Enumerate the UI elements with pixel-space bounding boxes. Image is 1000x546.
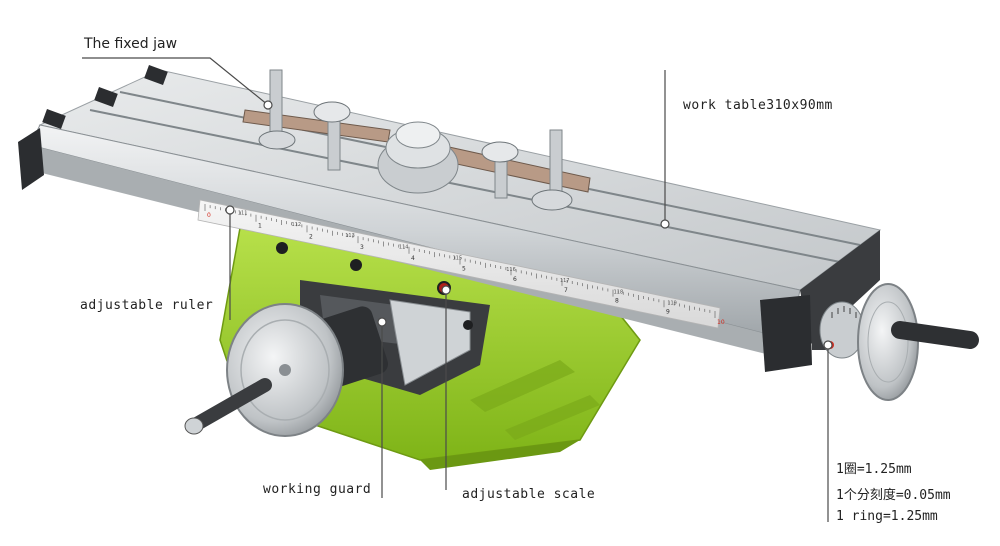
ruler-number: 4: [411, 255, 415, 262]
ruler-number: 8: [615, 298, 619, 305]
front-handwheel[interactable]: [184, 303, 391, 437]
label-fixed-jaw: The fixed jaw: [84, 36, 178, 52]
ruler-small-mark: 111: [238, 211, 248, 217]
ruler-small-mark: 116: [506, 267, 516, 273]
label-adjustable-scale: adjustable scale: [462, 487, 596, 502]
t-slot-1: [89, 109, 841, 263]
ruler-small-mark: 118: [614, 289, 624, 295]
ruler-ticks: 0 1 2 3 4 5 6 7 8 9 10 111 112 113 114 115 116 117 118 119: [204, 204, 725, 326]
spec-line-2: 1个分刻度=0.05mm: [836, 488, 951, 503]
fixed-jaw-assembly: [242, 69, 591, 211]
ruler-small-mark: 119: [667, 301, 677, 307]
ruler-number: 1: [258, 223, 262, 230]
label-working-guard: working guard: [263, 482, 372, 497]
adjustable-ruler-strip: 0 1 2 3 4 5 6 7 8 9 10 111 112 113 114 115 116 117 118 119: [197, 199, 725, 329]
ruler-small-mark: 115: [453, 256, 463, 262]
ruler-number: 10: [717, 319, 725, 326]
ruler-small-mark: 113: [345, 233, 355, 239]
ruler-number: 3: [360, 244, 364, 251]
ruler-small-mark: 114: [399, 244, 409, 250]
ruler-small-mark: 112: [292, 222, 302, 228]
spec-line-1: 1圈=1.25mm: [836, 462, 912, 477]
ruler-number: 5: [462, 266, 466, 273]
ruler-number: 6: [513, 276, 517, 283]
ruler-number: 0: [207, 212, 211, 219]
ruler-small-mark: 117: [560, 278, 570, 284]
label-work-table: work table310x90mm: [683, 98, 833, 113]
label-adjustable-ruler: adjustable ruler: [80, 298, 214, 313]
callout-fixed-jaw: [82, 57, 269, 106]
ruler-number: 2: [309, 233, 313, 240]
right-handwheel[interactable]: [812, 283, 979, 401]
spec-line-3: 1 ring=1.25mm: [836, 509, 938, 524]
ruler-number: 7: [564, 287, 568, 294]
dial-ticks: [831, 306, 857, 318]
callout-lines: [82, 57, 833, 522]
ruler-number: 9: [666, 308, 670, 315]
